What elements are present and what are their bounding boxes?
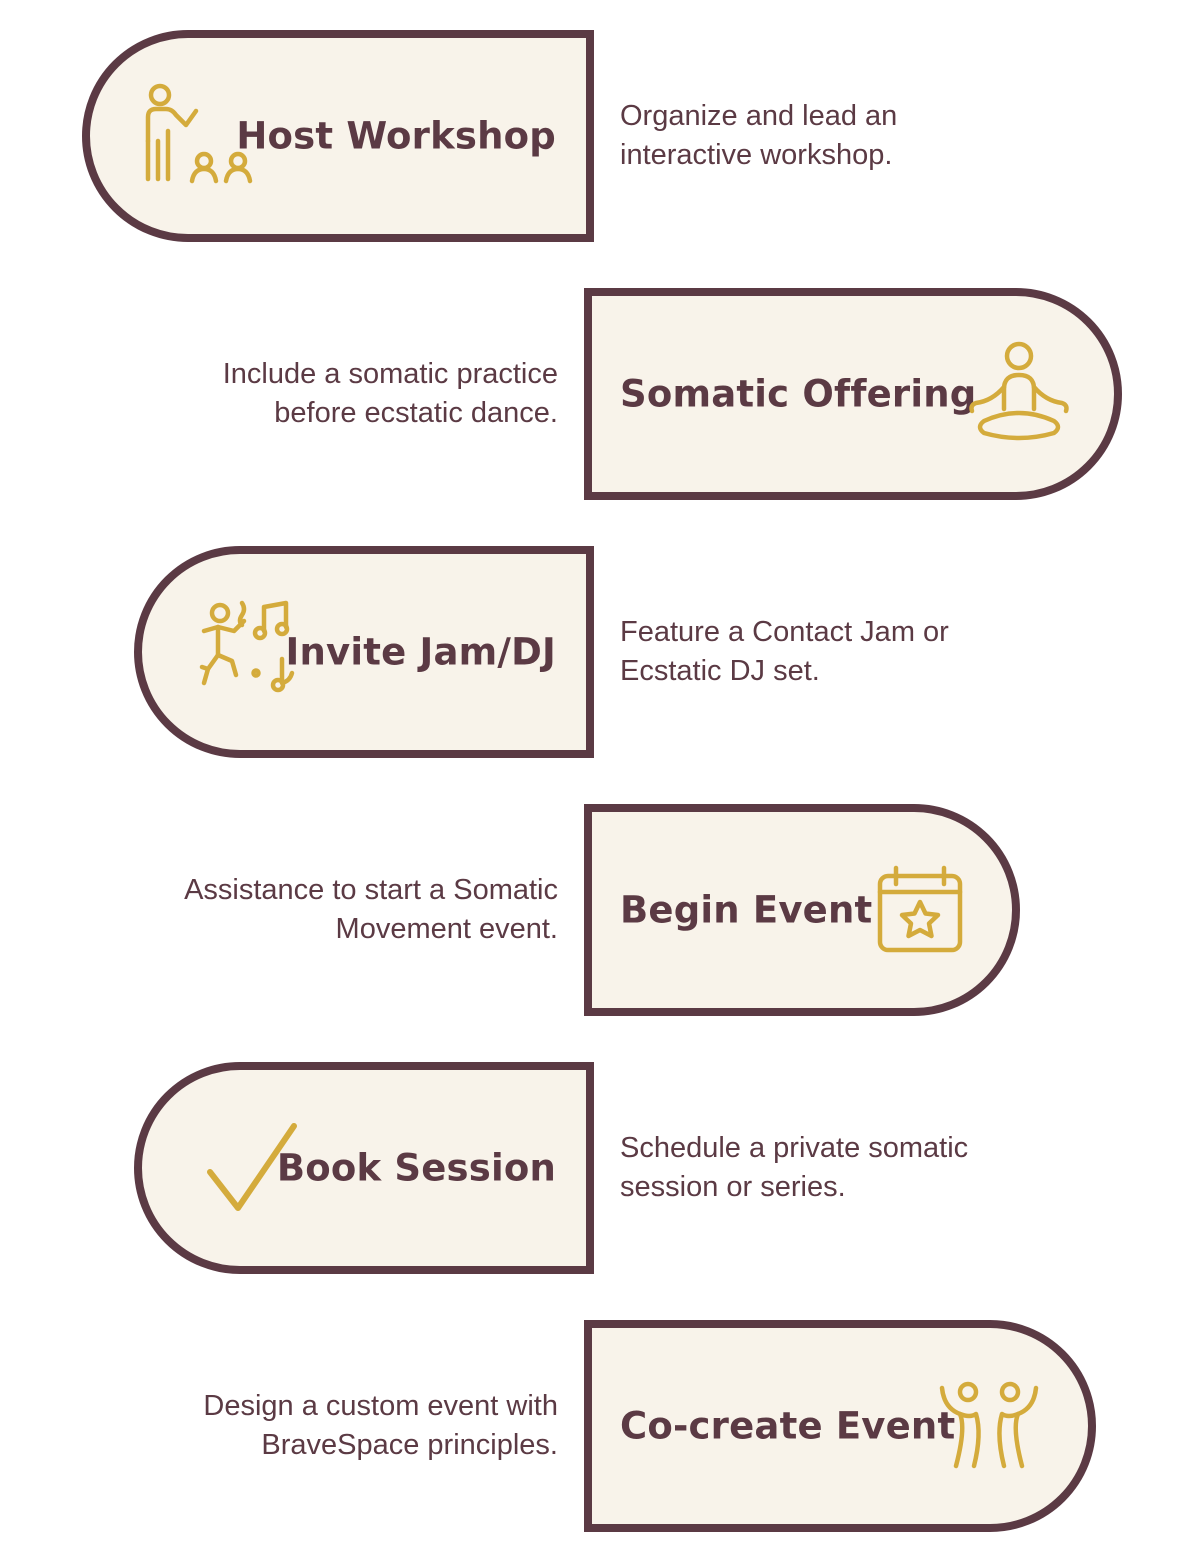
step-title: Somatic Offering xyxy=(620,372,977,416)
step-title: Begin Event xyxy=(620,888,873,932)
step-title: Invite Jam/DJ xyxy=(285,630,556,674)
step-description: Organize and lead an interactive worksho… xyxy=(620,100,898,171)
step-description: Include a somatic practice before ecstat… xyxy=(222,358,558,429)
dancer-music-notes-icon xyxy=(194,597,304,707)
step-begin-event-pill[interactable]: Begin Event xyxy=(584,804,1020,1016)
step-somatic-offering-pill[interactable]: Somatic Offering xyxy=(584,288,1122,500)
two-people-celebrating-icon xyxy=(934,1378,1044,1474)
step-title: Host Workshop xyxy=(236,114,556,158)
step-description: Design a custom event with BraveSpace pr… xyxy=(203,1390,558,1461)
step-description: Schedule a private somatic session or se… xyxy=(620,1132,969,1203)
step-description: Feature a Contact Jam or Ecstatic DJ set… xyxy=(620,616,949,687)
checkmark-icon xyxy=(204,1120,300,1216)
meditation-person-icon xyxy=(964,339,1074,449)
step-description: Assistance to start a Somatic Movement e… xyxy=(184,874,558,945)
calendar-star-icon xyxy=(872,862,968,958)
step-title: Co-create Event xyxy=(620,1404,956,1448)
step-invite-jam-dj-pill[interactable]: Invite Jam/DJ xyxy=(134,546,594,758)
step-host-workshop-pill[interactable]: Host Workshop xyxy=(82,30,594,242)
step-book-session-pill[interactable]: Book Session xyxy=(134,1062,594,1274)
teacher-with-students-icon xyxy=(138,81,262,191)
step-co-create-event-pill[interactable]: Co-create Event xyxy=(584,1320,1096,1532)
step-title: Book Session xyxy=(276,1146,556,1190)
